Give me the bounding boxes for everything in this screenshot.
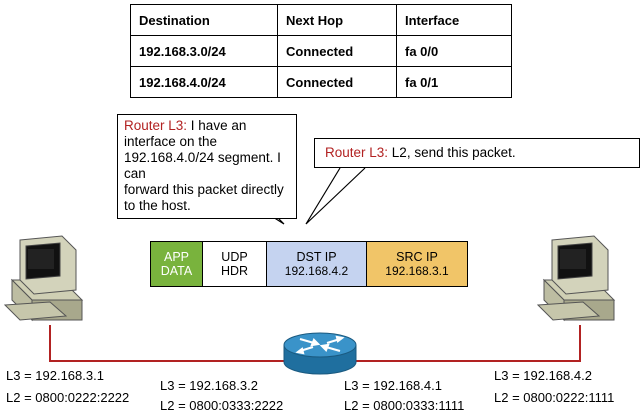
host-right-l3-label: L3 = 192.168.4.2 [494, 368, 592, 383]
router-left-l3-label: L3 = 192.168.3.2 [160, 378, 258, 393]
packet-app-data: APP DATA [151, 242, 203, 286]
callout-text: I have an interface on the [124, 118, 247, 149]
table-row: 192.168.3.0/24 Connected fa 0/0 [130, 35, 512, 67]
callout-text: forward this packet directly to the host… [124, 182, 284, 213]
packet-src-ip: SRC IP 192.168.3.1 [367, 242, 467, 286]
packet: APP DATA UDP HDR DST IP 192.168.4.2 SRC … [150, 241, 468, 287]
computer-left-icon [3, 235, 84, 322]
router-right-l3-label: L3 = 192.168.4.1 [344, 378, 442, 393]
packet-udp-header: UDP HDR [203, 242, 267, 286]
table-cell: Connected [277, 66, 397, 98]
routing-table: Destination Next Hop Interface 192.168.3… [130, 4, 512, 98]
callout-speaker: Router L3: [325, 145, 389, 160]
link-right [356, 325, 581, 362]
table-cell: fa 0/1 [396, 66, 512, 98]
router-left-l2-label: L2 = 0800:0333:2222 [160, 398, 284, 413]
table-header-row: Destination Next Hop Interface [130, 4, 512, 36]
callout-router-send: Router L3: L2, send this packet. [314, 138, 640, 168]
host-left-l2-label: L2 = 0800:0222:2222 [6, 390, 130, 405]
callout-text: L2, send this packet. [388, 145, 516, 160]
router-right-l2-label: L2 = 0800:0333:1111 [344, 398, 465, 413]
packet-dst-ip: DST IP 192.168.4.2 [267, 242, 367, 286]
host-right-l2-label: L2 = 0800:0222:1111 [494, 390, 615, 405]
link-left [49, 325, 284, 362]
computer-right-icon [536, 235, 616, 322]
host-left-l3-label: L3 = 192.168.3.1 [6, 368, 104, 383]
callout-speaker: Router L3: [124, 118, 188, 133]
table-row: 192.168.4.0/24 Connected fa 0/1 [130, 66, 512, 98]
table-header: Next Hop [277, 4, 397, 36]
router-icon [283, 332, 357, 375]
callout-text: 192.168.4.0/24 segment. I can [124, 150, 281, 181]
callout-router-direct: Router L3: I have an interface on the 19… [117, 114, 297, 219]
callout-right-pointer [305, 167, 366, 225]
table-header: Interface [396, 4, 512, 36]
